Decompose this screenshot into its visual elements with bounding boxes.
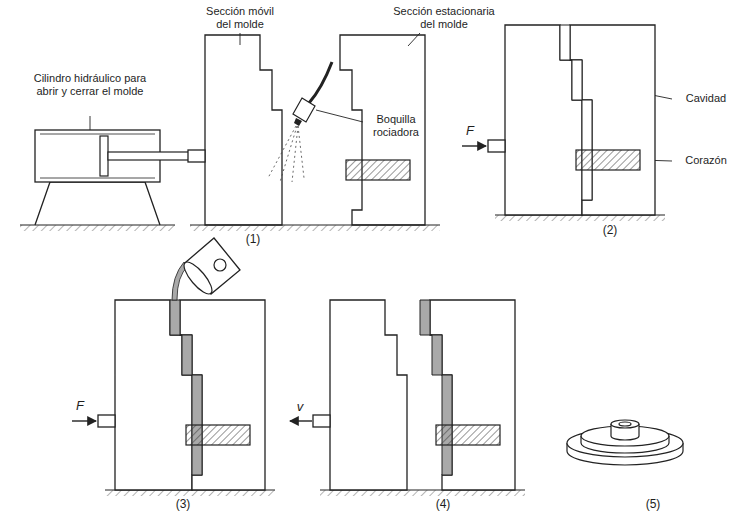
panel-number: (2) — [597, 224, 623, 237]
force-arrow — [462, 145, 486, 146]
stationary-mold-half — [340, 35, 425, 225]
moving-mold-half-open — [313, 300, 407, 490]
part-label: Sección móvil del molde — [198, 5, 282, 31]
spray-nozzle — [268, 62, 332, 182]
velocity-symbol: v — [293, 400, 307, 413]
core — [576, 150, 640, 170]
force-symbol: F — [72, 399, 88, 412]
closed-die-filled — [72, 300, 265, 490]
part-label: Boquilla rociadora — [366, 113, 426, 139]
stationary-with-casting — [420, 300, 515, 490]
part-label: Sección estacionaria del molde — [388, 5, 500, 31]
panel-number: (5) — [640, 498, 666, 511]
part-label: Cilindro hidráulico para abrir y cerrar … — [28, 72, 152, 98]
core — [346, 160, 410, 180]
part-label: Corazón — [675, 154, 737, 167]
moving-mold-half — [188, 35, 282, 225]
part-label: Cavidad — [675, 92, 737, 105]
velocity-arrow — [290, 420, 312, 421]
hydraulic-cylinder — [35, 130, 190, 225]
ladle — [172, 238, 240, 300]
panel-number: (4) — [430, 498, 456, 511]
cavity — [560, 25, 592, 200]
panel-number: (1) — [240, 233, 266, 246]
finished-part — [567, 420, 683, 465]
force-symbol: F — [462, 124, 478, 137]
panel-number: (3) — [170, 498, 196, 511]
